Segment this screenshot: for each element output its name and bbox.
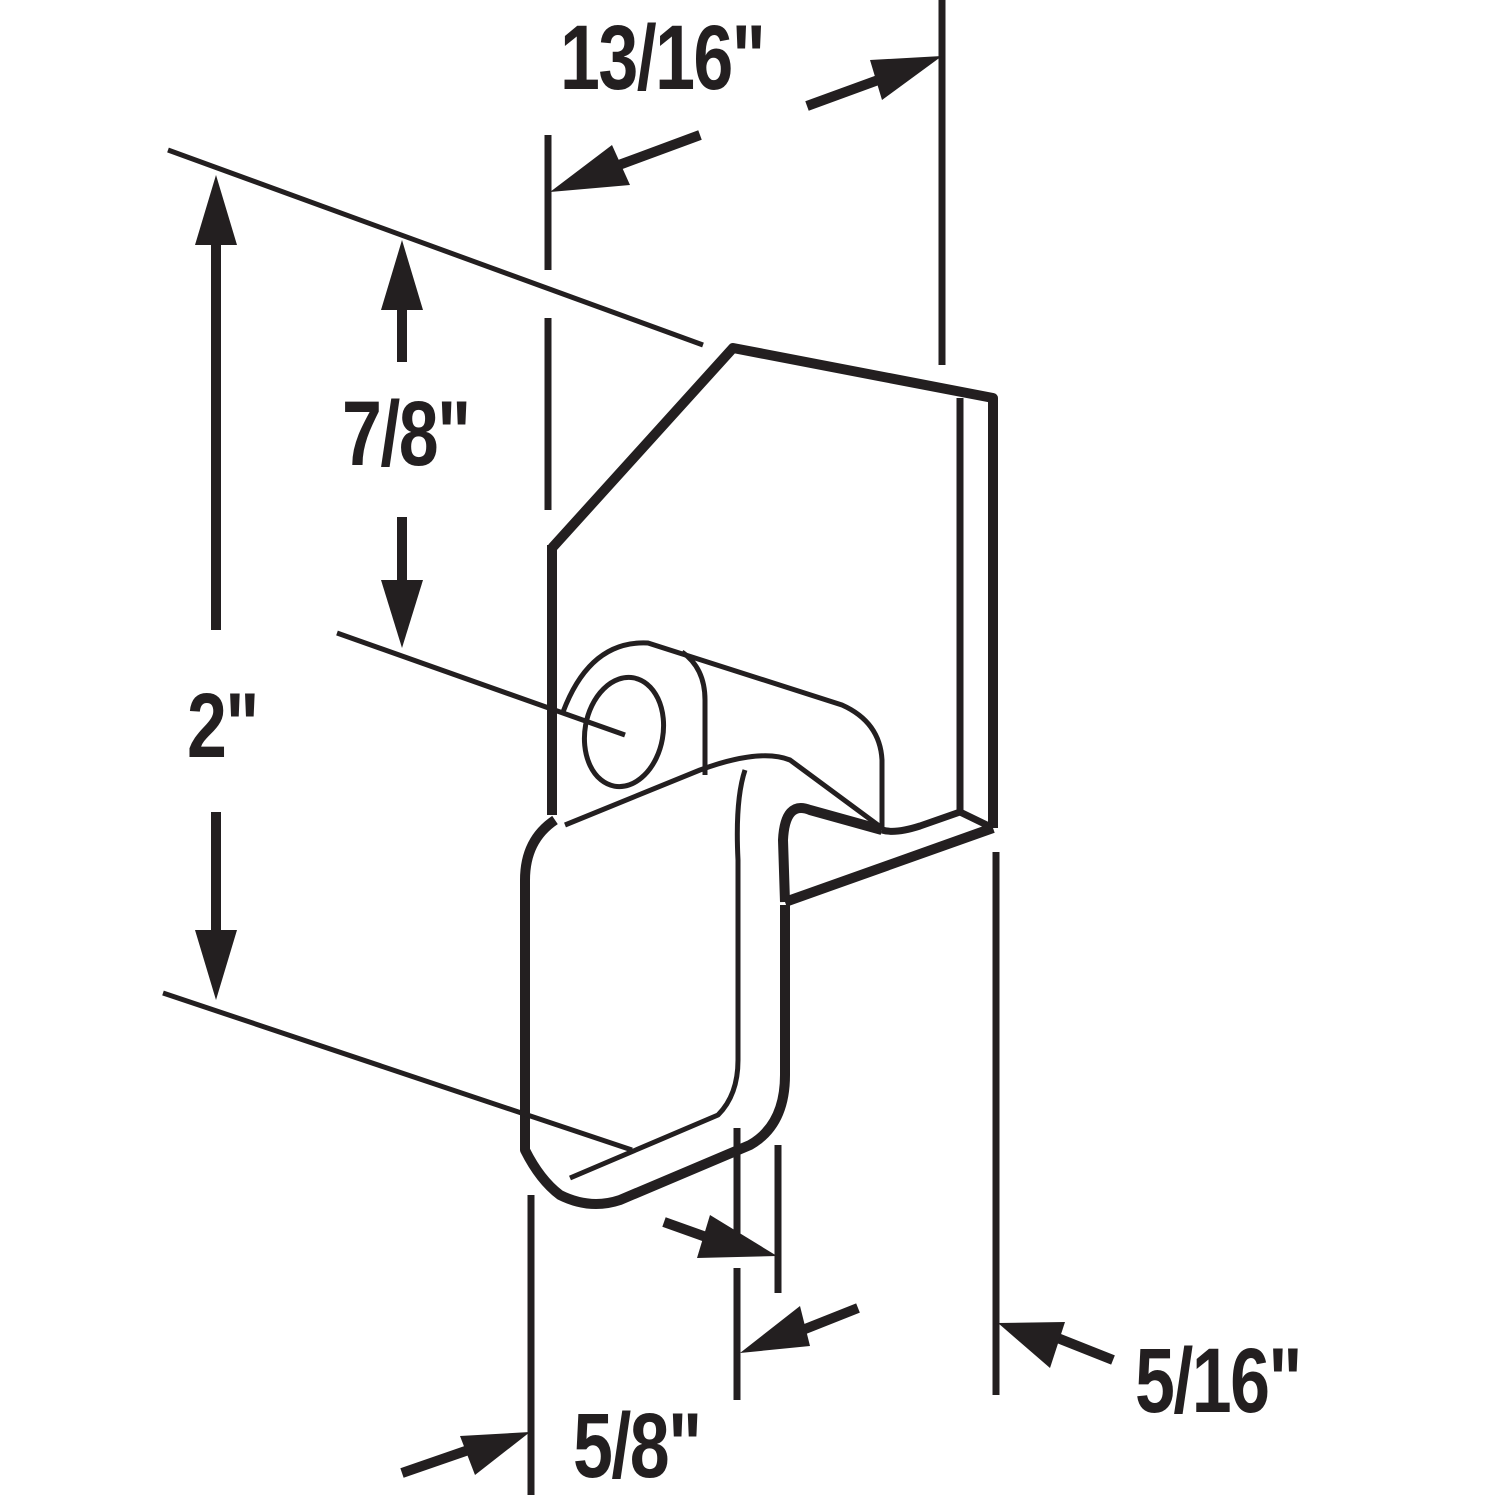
knuckle-outline <box>560 640 885 830</box>
dimension-arrows <box>195 56 1115 1478</box>
part-outline <box>520 343 998 1209</box>
dimension-label-height-total: 2" <box>187 675 259 777</box>
dimension-label-depth: 5/16" <box>1135 1330 1302 1432</box>
dimension-label-hole-offset: 7/8" <box>342 383 471 485</box>
dimension-label-tab-width: 5/8" <box>573 1395 702 1497</box>
dimension-label-width-top: 13/16" <box>560 7 766 109</box>
hole-icon <box>581 674 667 790</box>
extension-lines <box>162 0 1000 1495</box>
